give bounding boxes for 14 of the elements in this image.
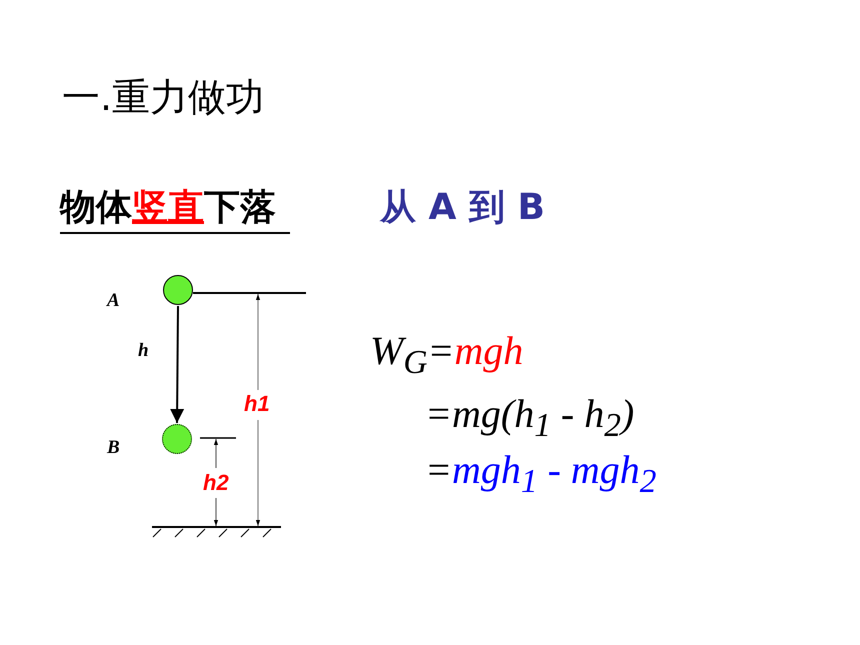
- title: 一.重力做功: [62, 74, 264, 121]
- edge-label: h: [138, 340, 149, 362]
- formula: W$_{G}$=mgh: [370, 327, 524, 382]
- dimension-label: h1: [244, 391, 270, 417]
- arrow: [170, 306, 184, 424]
- subtitle: 物体竖直下落: [60, 183, 290, 234]
- formula: =mg(h$_{1}$ - h$_{2}$): [425, 390, 634, 445]
- ball: [163, 275, 193, 305]
- point-label: A: [107, 290, 120, 312]
- point-label: B: [107, 437, 120, 459]
- formula: =mgh$_{1}$ - mgh$_{2}$: [425, 446, 656, 501]
- subtitle: 从 A 到 B: [380, 186, 545, 230]
- dimension-label: h2: [203, 470, 229, 496]
- ball: [162, 424, 192, 454]
